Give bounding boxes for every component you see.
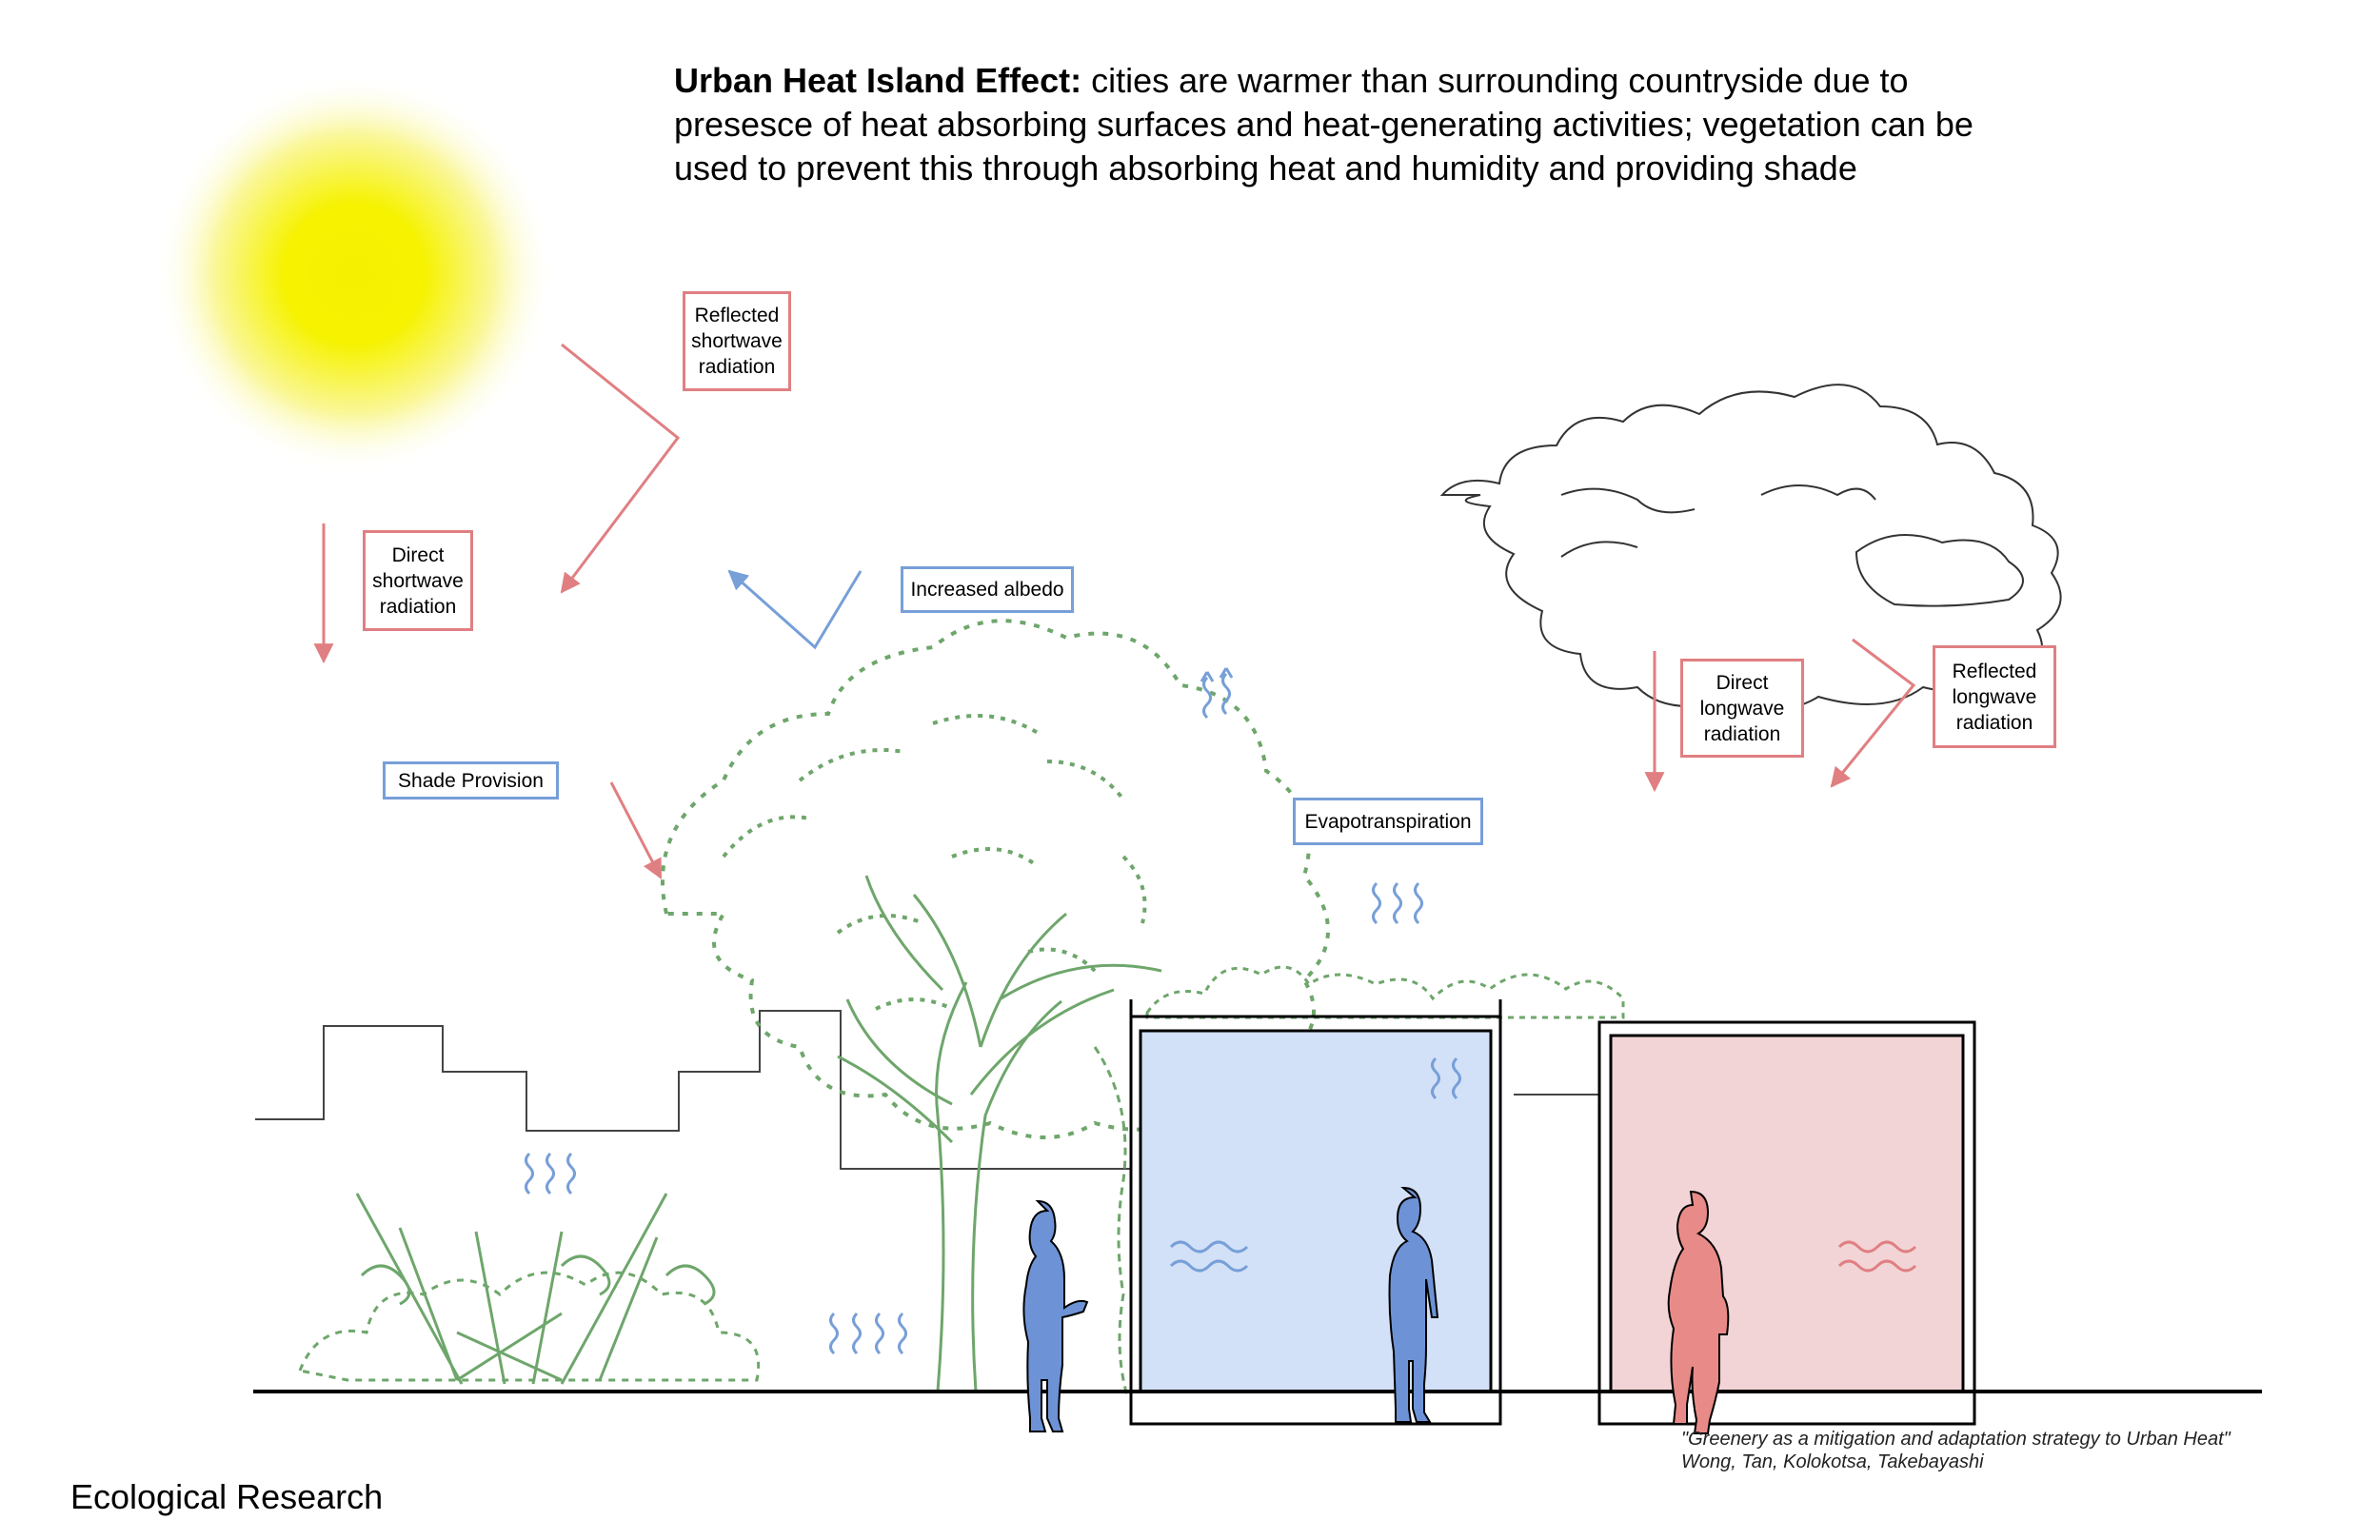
label-text: Reflected shortwave radiation — [691, 305, 783, 378]
shrub-icon — [297, 1193, 761, 1385]
skyline-left — [255, 1010, 1131, 1170]
citation: "Greenery as a mitigation and adaptation… — [1681, 1428, 2231, 1473]
label-increased-albedo: Increased albedo — [901, 566, 1074, 613]
title-bold: Urban Heat Island Effect: — [674, 61, 1082, 100]
label-text: Reflected longwave radiation — [1952, 660, 2037, 734]
label-text: Direct shortwave radiation — [372, 543, 464, 618]
hot-building — [1597, 1020, 1976, 1426]
label-evapotranspiration: Evapotranspiration — [1293, 798, 1483, 845]
footer-label: Ecological Research — [70, 1477, 384, 1516]
sun-icon — [154, 74, 554, 474]
vapour-waves-top — [1200, 667, 1234, 720]
label-reflected-shortwave: Reflected shortwave radiation — [683, 291, 791, 391]
label-text: Shade Provision — [398, 769, 544, 792]
tree-icon — [661, 619, 1330, 1400]
label-text: Evapotranspiration — [1304, 810, 1472, 833]
label-text: Direct longwave radiation — [1699, 671, 1785, 745]
vapour-waves-shrub — [525, 1152, 576, 1195]
citation-title: "Greenery as a mitigation and adaptation… — [1681, 1429, 2231, 1450]
citation-authors: Wong, Tan, Kolokotsa, Takebayashi — [1681, 1451, 1984, 1472]
label-direct-shortwave: Direct shortwave radiation — [363, 530, 473, 631]
albedo-arrow — [727, 569, 863, 650]
reflected-longwave-arrow — [1830, 638, 1916, 788]
vapour-waves-ground — [829, 1312, 907, 1355]
person-hot-room-icon — [1667, 1190, 1730, 1434]
reflected-shortwave-arrow — [560, 343, 681, 594]
person-cool-room-icon — [1388, 1186, 1439, 1423]
cool-building — [1129, 999, 1502, 1426]
person-under-tree-icon — [1022, 1199, 1089, 1432]
page-title: Urban Heat Island Effect: cities are war… — [674, 59, 2026, 190]
label-shade-provision: Shade Provision — [383, 761, 559, 800]
shade-arrow — [609, 781, 663, 879]
cool-airflow-icon — [1169, 1240, 1249, 1273]
label-reflected-longwave: Reflected longwave radiation — [1933, 645, 2056, 748]
green-roof-icon — [1145, 965, 1625, 1019]
vapour-waves-roof — [1372, 881, 1423, 925]
label-text: Increased albedo — [910, 579, 1064, 601]
cloud-icon — [1439, 384, 2062, 711]
label-direct-longwave: Direct longwave radiation — [1680, 659, 1804, 758]
hot-airflow-icon — [1837, 1240, 1917, 1273]
title-text: cities are warmer than surrounding count… — [674, 61, 1973, 188]
